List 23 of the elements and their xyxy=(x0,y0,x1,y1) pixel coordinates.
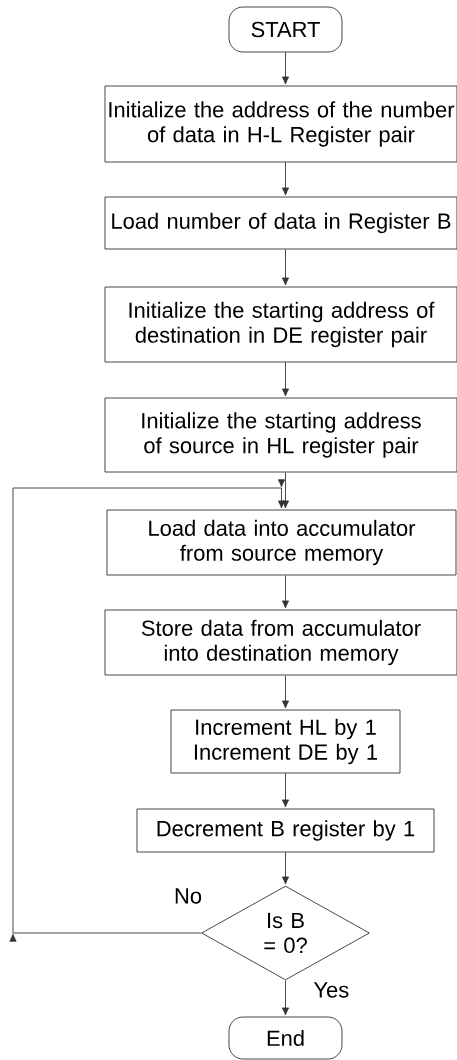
process-box: Initialize the starting address of source in HL register pair xyxy=(104,397,457,473)
arrow xyxy=(281,162,290,196)
process-box: Increment HL by 1 Increment DE by 1 xyxy=(170,709,401,774)
arrow xyxy=(9,479,286,942)
edge-label: Yes xyxy=(312,981,351,999)
terminal-box: START xyxy=(228,6,343,53)
arrow xyxy=(281,249,290,286)
process-box: Load data into accumulator from source memory xyxy=(106,509,457,576)
arrow xyxy=(281,362,290,397)
process-box: Store data from accumulator into destination memory xyxy=(104,609,457,676)
edge-label: No xyxy=(173,887,203,905)
process-box: Decrement B register by 1 xyxy=(136,808,435,853)
arrow xyxy=(281,980,290,1016)
arrow xyxy=(281,675,290,709)
arrow xyxy=(281,852,290,885)
arrow xyxy=(281,773,290,808)
arrow xyxy=(281,52,290,85)
arrow xyxy=(281,575,290,609)
process-box: Initialize the starting address of destination in DE register pair xyxy=(104,286,457,363)
terminal-box: End xyxy=(228,1016,343,1060)
process-box: Initialize the address of the number of data in H-L Register pair xyxy=(104,85,457,163)
arrow xyxy=(281,472,290,509)
process-box: Load number of data in Register B xyxy=(104,196,457,250)
